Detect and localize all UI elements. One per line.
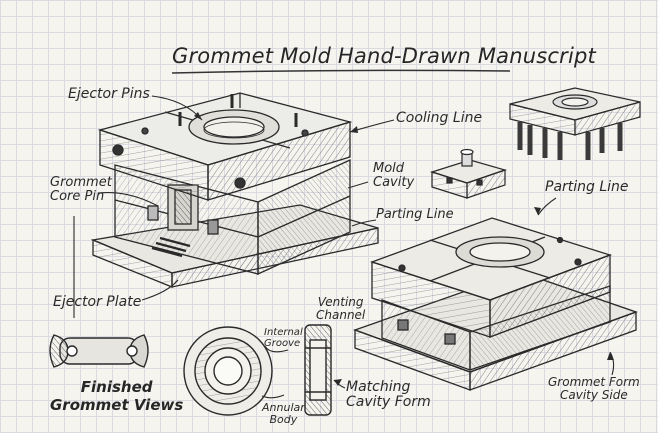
label-parting-line-right: Parting Line [545,179,629,195]
label-cooling-line: Cooling Line [396,110,483,126]
label-annular-body: Annular Body [262,401,305,426]
top-ring-inner [203,116,265,138]
grommet-front-view [183,326,273,416]
cavity-side-mold [353,217,638,391]
title-underline [171,69,511,74]
cavity-ring-inner [469,242,531,262]
main-mold [90,92,379,288]
leader-arrowheads [194,112,614,386]
label-finished-grommet-views: Finished Grommet Views [50,378,184,414]
grommet-section-view [304,324,332,416]
grommet-side-view [49,334,149,368]
label-grommet-form-cavity-side: Grommet Form Cavity Side [548,375,640,402]
label-ejector-pins: Ejector Pins [68,86,150,102]
label-venting-channel: Venting Channel [316,295,366,322]
small-part-middle [430,148,508,199]
label-parting-line-left: Parting Line [376,207,454,222]
label-grommet-core-pin: Grommet Core Pin [50,175,112,204]
label-matching-cavity-form: Matching Cavity Form [346,379,431,410]
small-mold-top-right [509,87,641,160]
page-title: Grommet Mold Hand-Drawn Manuscript [172,44,596,68]
label-mold-cavity: Mold Cavity [373,161,415,190]
label-internal-groove: Internal Groove [264,327,303,349]
label-ejector-plate: Ejector Plate [53,294,142,310]
